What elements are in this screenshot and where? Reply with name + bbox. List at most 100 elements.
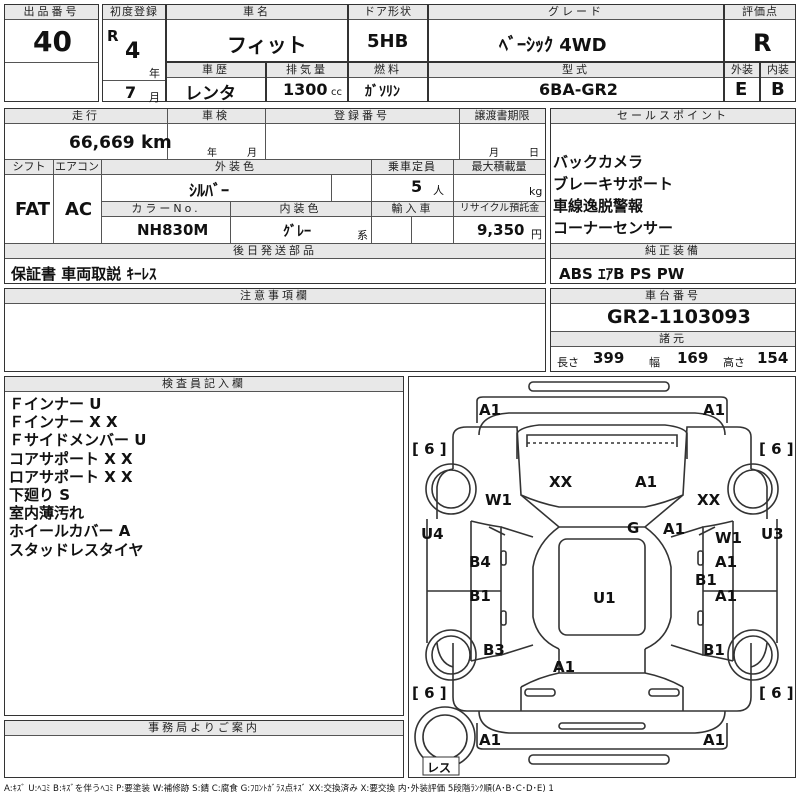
inspection-label: 車検 — [167, 109, 265, 124]
transfer-day-unit: 日 — [529, 148, 539, 159]
divider — [453, 160, 454, 245]
height: 154 — [757, 349, 789, 367]
damage-code: B1 — [703, 641, 725, 659]
door-type: 5HB — [367, 31, 409, 52]
damage-diagram-box: A1 A1 [ 6 ] [ 6 ] XX A1 W1 XX G A1 W1 U4… — [408, 376, 796, 778]
mileage-unit: km — [141, 132, 172, 153]
legend: A:ｷｽﾞ U:ﾍｺﾐ B:ｷｽﾞを伴うﾍｺﾐ P:要塗装 W:補修跡 S:錆 … — [4, 784, 554, 794]
car-diagram — [414, 381, 779, 776]
notes-box: 注意事項欄 — [4, 288, 546, 372]
exterior-grade-box: 外装 E — [724, 62, 760, 102]
divider — [5, 243, 545, 244]
length-label: 長さ — [557, 356, 579, 369]
mileage: 66,669 — [69, 133, 135, 153]
divider — [230, 202, 231, 245]
history: レンタ — [185, 84, 236, 104]
divider — [167, 109, 168, 159]
damage-code: U1 — [593, 589, 616, 607]
inspector-note: Ｆインナー X X — [9, 413, 118, 432]
interior-color-label: 内装色 — [230, 202, 371, 217]
history-label: 車歴 — [167, 63, 265, 78]
damage-code: B1 — [469, 587, 491, 605]
color-no-label: カラーNo. — [102, 202, 230, 217]
width: 169 — [677, 349, 709, 367]
plate-label: 登録番号 — [265, 109, 459, 124]
car-name: フィット — [227, 33, 307, 57]
office-box: 事務局よりご案内 — [4, 720, 404, 778]
sales-point: コーナーセンサー — [553, 219, 674, 237]
damage-code: A1 — [635, 473, 658, 491]
damage-code: [ 6 ] — [412, 440, 447, 458]
first-registration-label: 初度登録 — [103, 5, 165, 20]
notes-title: 注意事項欄 — [5, 289, 545, 304]
reg-month: 7 — [125, 83, 137, 102]
inspection-month-unit: 月 — [247, 148, 257, 159]
transfer-label: 譲渡書期限 — [459, 109, 545, 124]
lot-number: 40 — [33, 25, 72, 58]
exterior-label: 外装 — [725, 63, 759, 78]
ac-label: エアコン — [53, 160, 101, 175]
damage-code: A1 — [715, 553, 738, 571]
grade-box: グレード ﾍﾞｰｼｯｸ 4WD — [428, 4, 724, 62]
divider — [5, 62, 98, 63]
interior-grade: B — [771, 79, 785, 100]
office-title: 事務局よりご案内 — [5, 721, 403, 736]
capacity-unit: 人 — [433, 184, 444, 197]
fuel: ｶﾞｿﾘﾝ — [365, 84, 400, 100]
lot-number-box: 出品番号 40 — [4, 4, 99, 102]
score-label: 評価点 — [725, 5, 795, 20]
divider — [265, 109, 266, 159]
inspector-box: 検査員記入欄 Ｆインナー U Ｆインナー X X Ｆサイドメンバー U コアサポ… — [4, 376, 404, 716]
divider — [459, 109, 460, 159]
damage-code: A1 — [703, 731, 726, 749]
later-parts: 保証書 車両取説 ｷｰﾚｽ — [11, 265, 157, 283]
ac: AC — [65, 199, 93, 220]
equipment-title: 純正装備 — [551, 244, 795, 259]
interior-color: ｸﾞﾚｰ — [283, 224, 311, 240]
load-label: 最大積載量 — [453, 160, 545, 175]
divider — [331, 175, 332, 201]
reg-year: 4 — [125, 39, 141, 64]
damage-code: A1 — [479, 731, 502, 749]
recycle-fee: 9,350 — [477, 221, 525, 239]
color-number: NH830M — [137, 221, 209, 239]
exterior-color: ｼﾙﾊﾞｰ — [189, 181, 230, 200]
damage-code: A1 — [663, 520, 686, 538]
capacity-label: 乗車定員 — [371, 160, 453, 175]
chassis-title: 車台番号 — [551, 289, 795, 304]
lot-number-label: 出品番号 — [5, 5, 98, 20]
year-unit: 年 — [149, 67, 160, 80]
displacement-unit: cc — [331, 87, 342, 98]
import-label: 輸入車 — [372, 202, 453, 217]
chassis-box: 車台番号 GR2-1103093 諸元 長さ 399 幅 169 高さ 154 — [550, 288, 796, 372]
inspector-notes: Ｆインナー U Ｆインナー X X Ｆサイドメンバー U コアサポート X X … — [9, 395, 146, 559]
recycle-label: リサイクル預託金 — [454, 202, 545, 217]
inspector-title: 検査員記入欄 — [5, 377, 403, 392]
divider — [101, 201, 545, 202]
damage-code: A1 — [479, 401, 502, 419]
height-label: 高さ — [723, 356, 745, 369]
damage-code: B3 — [483, 641, 505, 659]
model-box: 型式 6BA-GR2 — [428, 62, 724, 102]
vehicle-info-box: 走行 車検 登録番号 譲渡書期限 66,669 km 年 月 月 日 シフト エ… — [4, 108, 546, 284]
model-code: 6BA-GR2 — [539, 80, 618, 99]
spare-tire-note: レス — [427, 761, 452, 775]
divider — [551, 331, 795, 332]
inspector-note: 下廻り S — [9, 486, 71, 505]
chassis-number: GR2-1103093 — [607, 306, 751, 328]
interior-suffix: 系 — [357, 229, 368, 242]
transfer-month-unit: 月 — [489, 148, 499, 159]
grade-label: グレード — [429, 5, 723, 20]
sales-points-box: セールスポイント バックカメラ ブレーキサポート 車線逸脱警報 コーナーセンサー… — [550, 108, 796, 284]
color-label: 外装色 — [101, 160, 371, 175]
grade: ﾍﾞｰｼｯｸ 4WD — [499, 35, 607, 56]
displacement: 1300 — [283, 80, 328, 99]
history-box: 車歴 レンタ — [166, 62, 266, 104]
load-unit: kg — [529, 185, 543, 198]
damage-code: W1 — [485, 491, 512, 509]
damage-code: B4 — [469, 553, 491, 571]
spec-title: 諸元 — [551, 332, 795, 347]
shift-label: シフト — [5, 160, 53, 175]
sales-points-title: セールスポイント — [551, 109, 795, 124]
divider — [411, 217, 412, 245]
